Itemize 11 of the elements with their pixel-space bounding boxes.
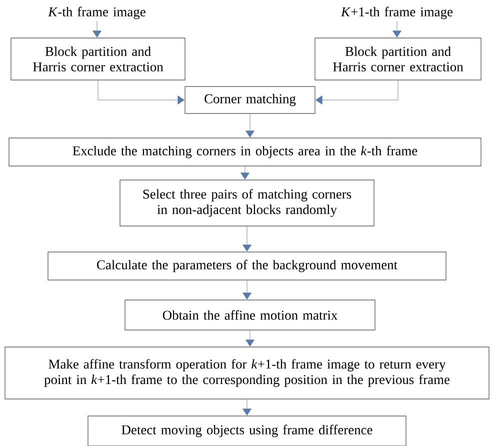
process-box: Obtain the affine motion matrix — [124, 300, 376, 330]
input-label: K-th frame image — [48, 6, 146, 20]
process-box: Calculate the parameters of the background movement — [48, 252, 446, 280]
process-box: Select three pairs of matching corners in non-adjacent blocks randomly — [120, 180, 374, 226]
process-box: Make affine transform operation for k+1-th frame image to return every point in k+1-th frame to the corresponding position in the previous frame — [4, 346, 490, 400]
process-box: Block partition and Harris corner extraction — [314, 38, 482, 80]
process-box: Exclude the matching corners in objects area in the k-th frame — [8, 138, 482, 166]
input-label: K+1-th frame image — [340, 6, 453, 20]
process-box: Detect moving objects using frame difference — [88, 416, 406, 446]
process-box: Block partition and Harris corner extraction — [10, 38, 186, 80]
process-box: Corner matching — [184, 86, 316, 114]
